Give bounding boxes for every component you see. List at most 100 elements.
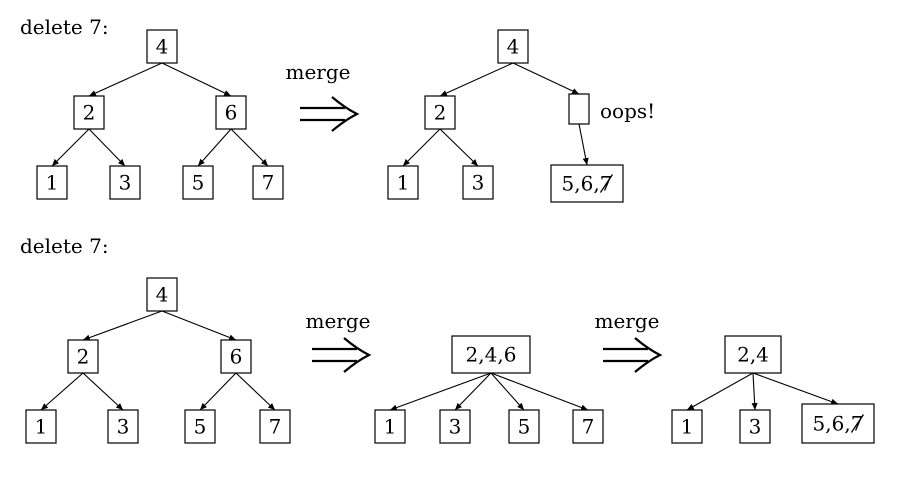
tree-node-a-r: 6 xyxy=(215,95,247,130)
merge-label-1: merge xyxy=(286,60,351,84)
node-label: 1 xyxy=(35,415,48,439)
merge-label-3: merge xyxy=(595,309,660,333)
edge-c_root-c_r xyxy=(161,310,237,341)
node-box xyxy=(424,95,456,130)
node-label: 2,4,6 xyxy=(466,343,517,367)
node-label: 4 xyxy=(156,35,169,59)
tree-node-d-2: 3 xyxy=(439,409,471,444)
node-box xyxy=(724,335,782,374)
tree-node-c-ll: 1 xyxy=(25,409,57,444)
tree-node-c-rr: 7 xyxy=(259,409,291,444)
edge-d_root-d_2 xyxy=(454,372,492,411)
edge-b_root-b_r xyxy=(512,62,580,95)
node-label: 1 xyxy=(681,415,694,439)
tree-edges xyxy=(40,62,839,411)
node-label: 5,6,7 xyxy=(562,172,613,196)
node-box xyxy=(36,165,68,200)
node-box xyxy=(259,409,291,444)
node-label: 2 xyxy=(77,345,90,369)
node-label: 7 xyxy=(262,171,275,195)
node-label: 2,4 xyxy=(737,343,769,367)
edge-a_r-a_rr xyxy=(230,128,269,167)
node-label: 7 xyxy=(269,415,282,439)
implies-arrow-2 xyxy=(312,337,372,373)
edge-e_root-e_3 xyxy=(752,372,839,405)
section-label-1: delete 7: xyxy=(20,15,109,39)
node-box xyxy=(182,165,214,200)
node-box xyxy=(387,165,419,200)
tree-node-b-lr: 3 xyxy=(462,165,494,200)
node-label: 2 xyxy=(434,101,447,125)
node-label: 5 xyxy=(518,415,531,439)
edge-a_r-a_rl xyxy=(197,128,232,167)
node-box xyxy=(671,409,703,444)
tree-node-c-root: 4 xyxy=(146,277,178,312)
tree-node-a-l: 2 xyxy=(73,95,105,130)
node-box xyxy=(215,95,247,130)
node-label: 5 xyxy=(194,415,207,439)
node-box xyxy=(184,409,216,444)
tree-node-a-lr: 3 xyxy=(109,165,141,200)
node-box xyxy=(25,409,57,444)
tree-node-b-rc: 5,6,7 xyxy=(550,164,624,203)
tree-node-e-3: 5,6,7 xyxy=(801,403,875,444)
edge-e_root-e_2 xyxy=(751,372,758,411)
tree-node-c-r: 6 xyxy=(220,339,252,374)
tree-node-b-root: 4 xyxy=(497,29,529,64)
edge-c_l-c_lr xyxy=(82,372,124,411)
edge-c_l-c_ll xyxy=(40,372,84,411)
node-box xyxy=(220,339,252,374)
edge-c_r-c_rl xyxy=(199,372,237,411)
tree-node-a-root: 4 xyxy=(146,29,178,64)
tree-node-d-root: 2,4,6 xyxy=(451,335,531,374)
tree-node-c-l: 2 xyxy=(67,339,99,374)
edge-c_r-c_rr xyxy=(235,372,276,411)
node-box xyxy=(109,165,141,200)
node-label: 2 xyxy=(83,101,96,125)
node-label: 3 xyxy=(449,415,462,439)
tree-node-a-rl: 5 xyxy=(182,165,214,200)
node-label: 4 xyxy=(507,35,520,59)
node-box xyxy=(572,409,604,444)
node-box xyxy=(146,277,178,312)
node-label: 6 xyxy=(230,345,243,369)
edge-a_root-a_r xyxy=(161,62,232,97)
edge-d_root-d_1 xyxy=(389,372,492,411)
edge-b_l-b_ll xyxy=(402,128,441,167)
implies-arrow-1 xyxy=(300,96,360,132)
tree-node-b-r xyxy=(568,93,590,125)
tree-node-a-rr: 7 xyxy=(252,165,284,200)
edge-c_root-c_l xyxy=(82,310,163,341)
tree-node-e-2: 3 xyxy=(739,409,771,444)
node-label: 6 xyxy=(225,101,238,125)
node-label: 1 xyxy=(397,171,410,195)
tree-node-e-root: 2,4 xyxy=(724,335,782,374)
node-box xyxy=(739,409,771,444)
node-label: 4 xyxy=(156,283,169,307)
node-box xyxy=(146,29,178,64)
merge-label-2: merge xyxy=(306,309,371,333)
node-label: 3 xyxy=(749,415,762,439)
edge-a_l-a_ll xyxy=(51,128,90,167)
strike-mark xyxy=(850,414,864,433)
tree-node-d-4: 7 xyxy=(572,409,604,444)
node-box xyxy=(252,165,284,200)
tree-node-b-ll: 1 xyxy=(387,165,419,200)
node-box xyxy=(439,409,471,444)
edge-b_l-b_lr xyxy=(439,128,479,167)
edge-e_root-e_1 xyxy=(686,372,754,411)
node-box xyxy=(73,95,105,130)
node-box xyxy=(67,339,99,374)
node-box xyxy=(801,403,875,444)
node-box xyxy=(462,165,494,200)
node-box xyxy=(107,409,139,444)
node-box xyxy=(508,409,540,444)
tree-node-d-3: 5 xyxy=(508,409,540,444)
tree-node-c-rl: 5 xyxy=(184,409,216,444)
node-box xyxy=(497,29,529,64)
node-box xyxy=(550,164,624,203)
strike-mark xyxy=(599,174,613,193)
node-label: 7 xyxy=(582,415,595,439)
